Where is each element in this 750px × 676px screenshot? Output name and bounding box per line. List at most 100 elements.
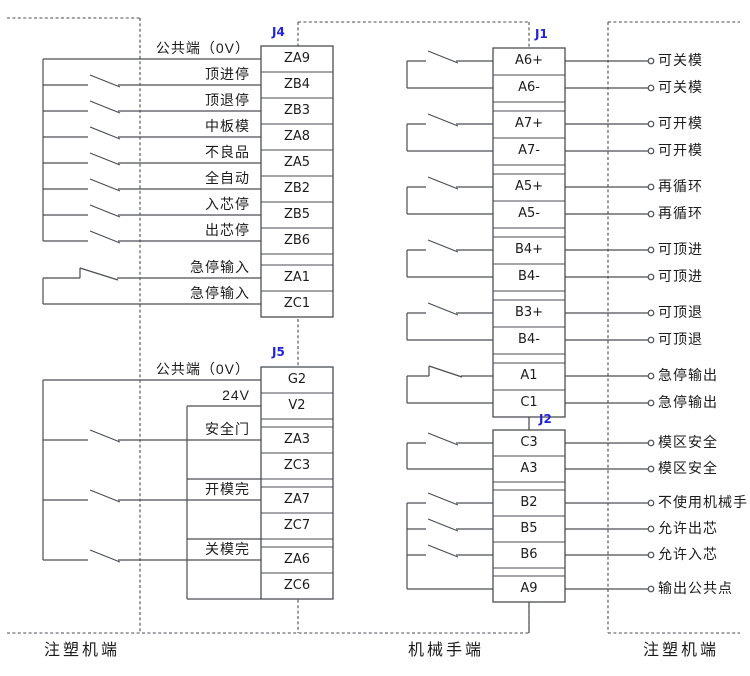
j1-row-5-pin: A5- [518,206,540,221]
j1-row-separators [493,74,565,391]
j4-row-2-signal: 顶退停 [205,92,250,108]
j5-row-2-pin: ZA3 [283,432,311,447]
j1-row-3-pin: A7- [518,143,540,158]
j4-row-6-pin: ZB5 [283,207,311,222]
j5-wires [42,379,261,600]
j1-row-4-output: 再循环 [658,178,703,194]
j4-row-8-pin: ZA1 [283,270,311,285]
j5-row-6-pin: ZA6 [283,552,311,567]
j4-terminal-block [260,45,334,318]
j1-row-8-output: 可顶退 [658,304,703,320]
j2-row-0-pin: C3 [520,435,538,450]
j4-row-2-pin: ZB3 [283,103,311,118]
j1-row-4-pin: A5+ [514,179,544,194]
j5-row-0-signal: 公共端（0V） [155,361,250,377]
j4-row-4-signal: 不良品 [205,144,250,160]
j5-row-5-pin: ZC7 [283,518,311,533]
j2-row-separators [493,455,565,577]
j2-row-0-output: 模区安全 [658,434,718,450]
j2-switch-blade-icons [427,432,459,558]
j4-row-9-pin: ZC1 [283,296,311,311]
j1-row-5-output: 再循环 [658,205,703,221]
j5-row-separators [261,392,333,574]
j2-row-1-pin: A3 [520,461,538,476]
j5-switch-blade-icons [89,429,121,563]
j1-row-2-pin: A7+ [514,116,544,131]
j2-row-1-output: 模区安全 [658,460,718,476]
j5-row-0-pin: G2 [287,372,307,387]
j1-row-9-output: 可顶退 [658,331,703,347]
j1-output-wires [565,60,648,404]
j1-row-3-output: 可开模 [658,142,703,158]
j2-row-5-output: 输出公共点 [658,580,733,596]
zone-label-middle: 机械手端 [408,642,485,659]
j5-wire-leads [42,379,261,600]
j4-row-separators [261,71,333,292]
j1-row-0-pin: A6+ [514,53,544,68]
j4-row-7-pin: ZB6 [283,233,311,248]
j4-row-5-signal: 全自动 [205,170,250,186]
j2-row-4-output: 允许入芯 [658,546,718,562]
j2-wire-leads [406,442,493,590]
j5-row-1-signal: 24V [222,387,250,403]
j1-wire-leads [406,60,493,404]
j2-wires [406,432,648,590]
j1-row-1-output: 可关模 [658,79,703,95]
j2-row-3-pin: B5 [520,521,538,536]
j4-wires [42,58,261,305]
j1-row-10-output: 急停输出 [658,367,718,383]
j5-row-6-signal: 关模完 [205,541,250,557]
j1-row-1-pin: A6- [518,80,540,95]
j2-row-2-pin: B2 [520,495,538,510]
j1-row-6-pin: B4+ [514,242,544,257]
j4-row-3-pin: ZA8 [283,129,311,144]
j5-row-1-pin: V2 [288,398,306,413]
j4-row-0-pin: ZA9 [283,51,311,66]
j5-row-2-signal: 安全门 [205,421,250,437]
j4-row-8-signal: 急停输入 [190,259,250,275]
j4-row-4-pin: ZA5 [283,155,311,170]
terminal-row-separators [261,71,565,577]
j2-connector-label: J2 [539,412,552,426]
j1-row-11-output: 急停输出 [658,394,718,410]
j5-terminal-block [260,366,334,600]
j5-connector-label: J5 [272,345,285,359]
j4-row-1-pin: ZB4 [283,77,311,92]
j4-row-6-signal: 入芯停 [205,196,250,212]
j4-row-5-pin: ZB2 [283,181,311,196]
zone-label-left: 注塑机端 [44,642,121,659]
zone-label-right: 注塑机端 [643,642,720,659]
j1-connector-label: J1 [535,27,548,41]
j1-wires [406,50,648,404]
j1-switch-blade-icons [427,50,463,378]
terminal-blocks [260,45,566,603]
j5-row-4-signal: 开模完 [205,481,250,497]
j1-row-7-pin: B4- [518,269,540,284]
j2-row-2-output: 不使用机械手 [658,494,748,510]
j2-row-4-pin: B6 [520,547,538,562]
j1-row-8-pin: B3+ [514,305,544,320]
j1-row-0-output: 可关模 [658,52,703,68]
j4-row-7-signal: 出芯停 [205,222,250,238]
j2-row-5-pin: A9 [520,581,538,596]
j1-row-10-pin: A1 [520,368,538,383]
output-node-circles [647,57,655,593]
j4-wire-leads [42,58,261,305]
j5-row-3-pin: ZC3 [283,458,311,473]
j4-row-0-signal: 公共端（0V） [155,40,250,56]
j1-row-7-output: 可顶进 [658,268,703,284]
j1-row-2-output: 可开模 [658,115,703,131]
j2-row-3-output: 允许出芯 [658,520,718,536]
j4-connector-label: J4 [272,25,285,39]
zone-borders-path [7,17,740,634]
j1-row-9-pin: B4- [518,332,540,347]
zone-boundary-dashed-lines [7,17,740,634]
j1-terminal-block [492,47,566,418]
j2-output-wires [565,442,648,590]
j1-row-6-output: 可顶进 [658,241,703,257]
j4-row-3-signal: 中板模 [205,118,250,134]
j5-row-7-pin: ZC6 [283,578,311,593]
j1-row-11-pin: C1 [520,395,538,410]
